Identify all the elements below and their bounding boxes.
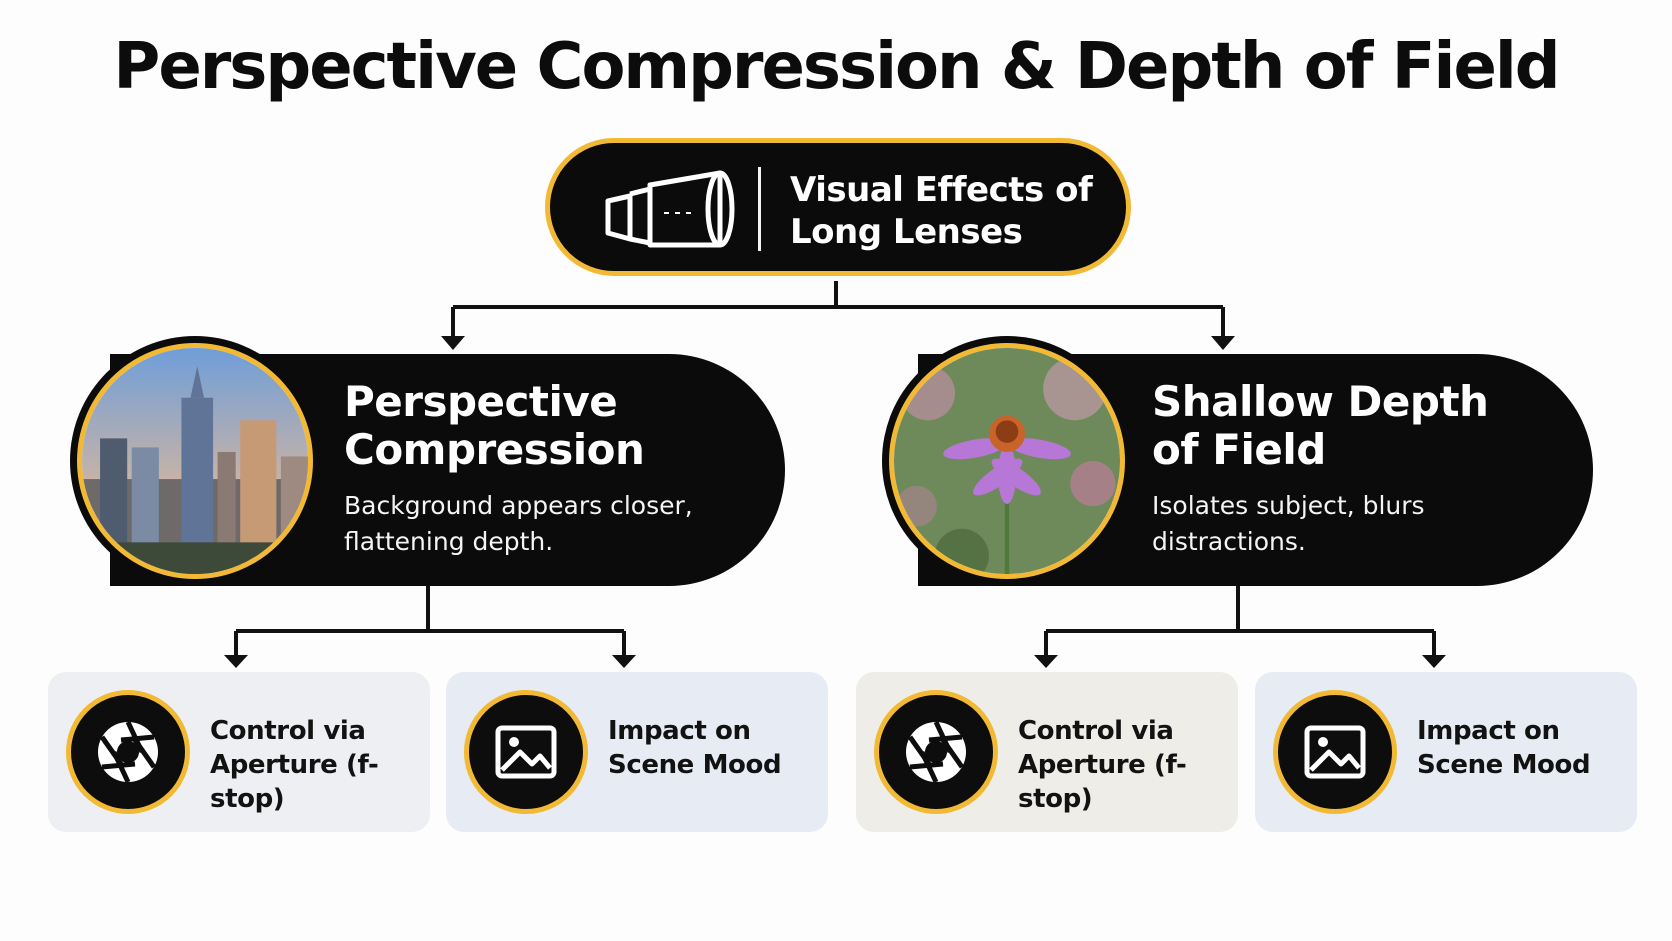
card-label: Impact on Scene Mood [1417,716,1591,780]
branch-title: Perspective Compression [344,377,645,474]
root-node: Visual Effects of Long Lenses [545,138,1131,276]
aperture-icon [906,720,966,784]
branch-description: Isolates subject, blurs distractions. [1152,491,1425,556]
card-label: Control via Aperture (f-stop) [210,716,379,814]
card-impact-scene-mood: Impact on Scene Mood [1255,672,1637,832]
root-label: Visual Effects of Long Lenses [790,170,1093,252]
aperture-icon [98,720,158,784]
branch-title: Shallow Depth of Field [1152,377,1489,474]
telephoto-lens-icon [605,170,735,248]
page-title: Perspective Compression & Depth of Field [113,30,1560,104]
card-control-aperture: Control via Aperture (f-stop) [856,672,1238,832]
card-label: Control via Aperture (f-stop) [1018,716,1187,814]
coneflower-photo [882,336,1132,586]
card-label: Impact on Scene Mood [608,716,782,780]
image-icon [1304,725,1366,779]
image-icon [495,725,557,779]
root-divider [758,167,761,251]
city-skyline-photo [70,336,320,586]
branch-description: Background appears closer, flattening de… [344,491,693,556]
card-impact-scene-mood: Impact on Scene Mood [446,672,828,832]
card-control-aperture: Control via Aperture (f-stop) [48,672,430,832]
